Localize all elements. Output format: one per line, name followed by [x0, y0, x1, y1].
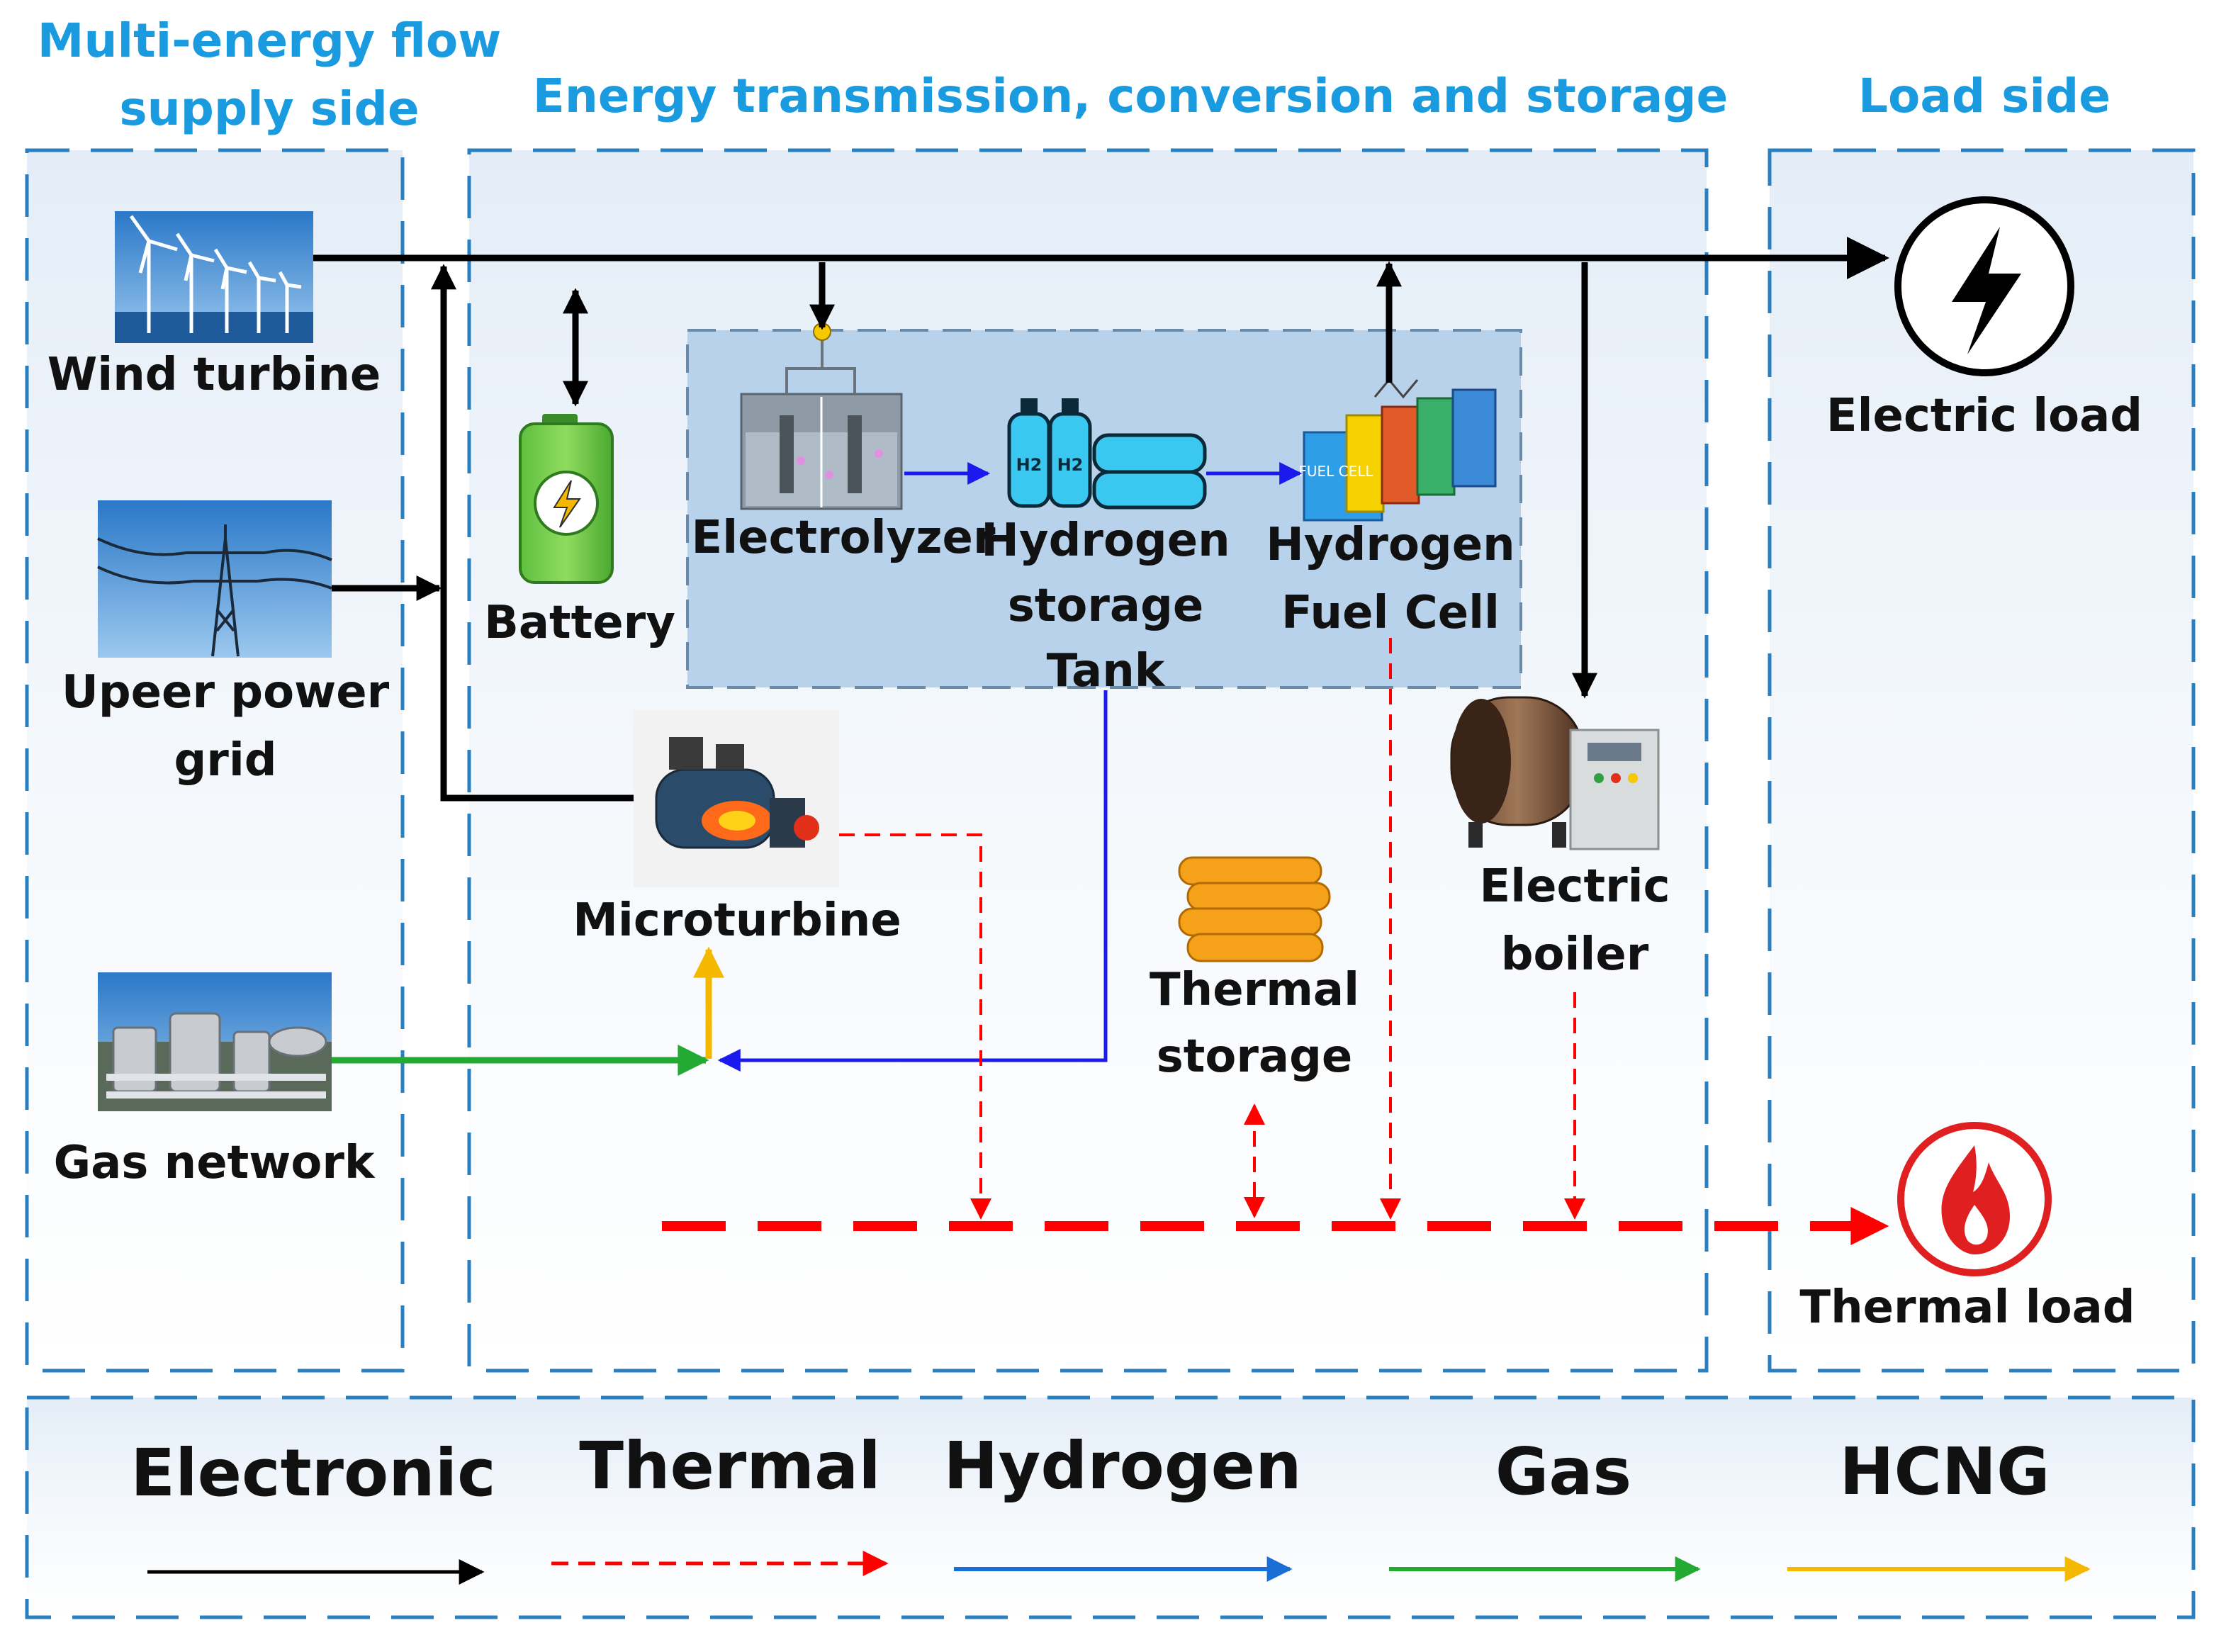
hydrogen-tank-icon: H2 H2: [1007, 398, 1207, 510]
legend-item-gas: Gas: [1389, 1434, 1701, 1582]
legend-item-hcng: HCNG: [1787, 1434, 2091, 1582]
microturbine-icon: [634, 710, 839, 887]
battery-icon: [519, 414, 614, 584]
legend-label-thermal: Thermal: [579, 1428, 881, 1504]
thermal-storage-label-line2: storage: [1157, 1030, 1353, 1083]
electric-load-icon: [1894, 196, 2074, 376]
legend-panel: [25, 1395, 2196, 1619]
electrolyzer-icon: [740, 322, 903, 510]
hydrogen-tank-label-line3: Tank: [1047, 645, 1166, 697]
gas-network-label: Gas network: [54, 1137, 376, 1189]
thermal-load-icon: [1897, 1122, 2052, 1276]
fuel-cell-label-line2: Fuel Cell: [1281, 587, 1500, 639]
microturbine-heat-line: [839, 833, 991, 1220]
fuel-cell-label-line1: Hydrogen: [1266, 519, 1515, 571]
electric-boiler-label-line1: Electric: [1479, 860, 1670, 913]
hydrogen-tank-label-line1: Hydrogen: [981, 515, 1230, 567]
tank-to-mixer-line: [717, 690, 1108, 1072]
battery-label: Battery: [484, 597, 675, 649]
header-supply-line2: supply side: [119, 82, 419, 136]
legend-label-hydrogen: Hydrogen: [943, 1428, 1301, 1504]
gas-network-icon: [98, 972, 332, 1111]
electric-boiler-icon: [1450, 696, 1660, 850]
header-load: Load side: [1858, 69, 2111, 123]
legend-item-thermal: Thermal: [551, 1428, 889, 1576]
microturbine-to-bus-line: [431, 264, 634, 802]
legend-item-hydrogen: Hydrogen: [943, 1428, 1302, 1582]
legend-label-hcng: HCNG: [1839, 1434, 2050, 1510]
electric-boiler-label-line2: boiler: [1501, 928, 1649, 981]
power-grid-label-line2: grid: [174, 734, 276, 787]
hydrogen-flow-lines: [717, 462, 1303, 1072]
hydrogen-tank-label-line2: storage: [1008, 580, 1204, 632]
header-transmission: Energy transmission, conversion and stor…: [533, 69, 1729, 123]
electrolyzer-label: Electrolyzer: [692, 512, 996, 564]
fuel-cell-icon: FUEL CELL: [1298, 378, 1497, 522]
fuel-cell-icon-text: FUEL CELL: [1298, 463, 1373, 480]
legend-item-electronic: Electronic: [130, 1435, 496, 1585]
thermal-storage-label-line1: Thermal: [1150, 964, 1359, 1016]
electric-load-label: Electric load: [1826, 390, 2142, 442]
power-grid-icon: [97, 500, 332, 658]
wind-turbine-label: Wind turbine: [47, 349, 381, 401]
thermal-flow-lines: [662, 638, 1889, 1245]
wind-turbine-icon: [115, 211, 313, 343]
microturbine-label: Microturbine: [573, 894, 901, 947]
header-supply-line1: Multi-energy flow: [38, 13, 501, 68]
h2-label-a: H2: [1016, 455, 1043, 475]
thermal-storage-icon: [1178, 856, 1331, 962]
electric-flow-lines: [313, 237, 1889, 802]
legend: Electronic Thermal Hydrogen Gas HCNG: [130, 1428, 2091, 1585]
legend-label-gas: Gas: [1495, 1434, 1631, 1510]
legend-label-electronic: Electronic: [130, 1435, 495, 1511]
supply-side-panel: [25, 148, 405, 1373]
h2-label-b: H2: [1057, 455, 1084, 475]
thermal-load-label: Thermal load: [1799, 1281, 2135, 1334]
power-grid-label-line1: Upeer power: [62, 666, 390, 719]
